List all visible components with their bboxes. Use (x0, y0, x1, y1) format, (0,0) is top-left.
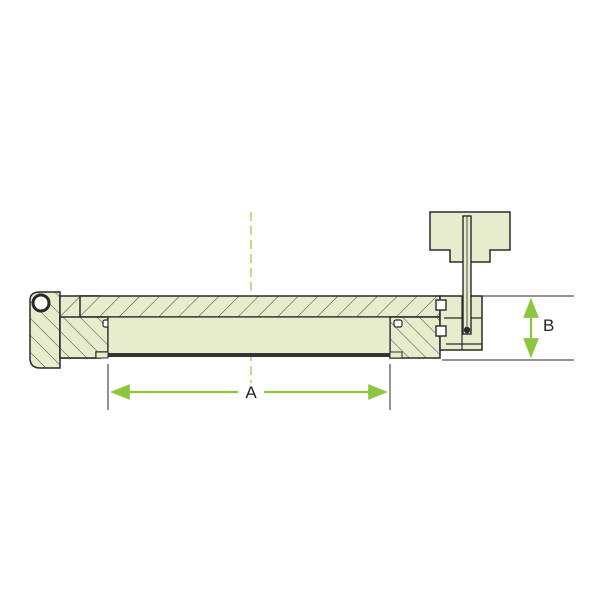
dimension-b-label: B (543, 316, 554, 335)
clamp-slot-upper (435, 299, 447, 311)
blank-plate (79, 295, 441, 318)
clamp-slot-lower (435, 325, 447, 337)
latch-bolt-pivot (463, 326, 471, 334)
dimension-a-label: A (245, 383, 257, 402)
hinge-pin (31, 293, 51, 313)
bore-opening (107, 316, 391, 356)
o-ring-right (393, 319, 403, 328)
